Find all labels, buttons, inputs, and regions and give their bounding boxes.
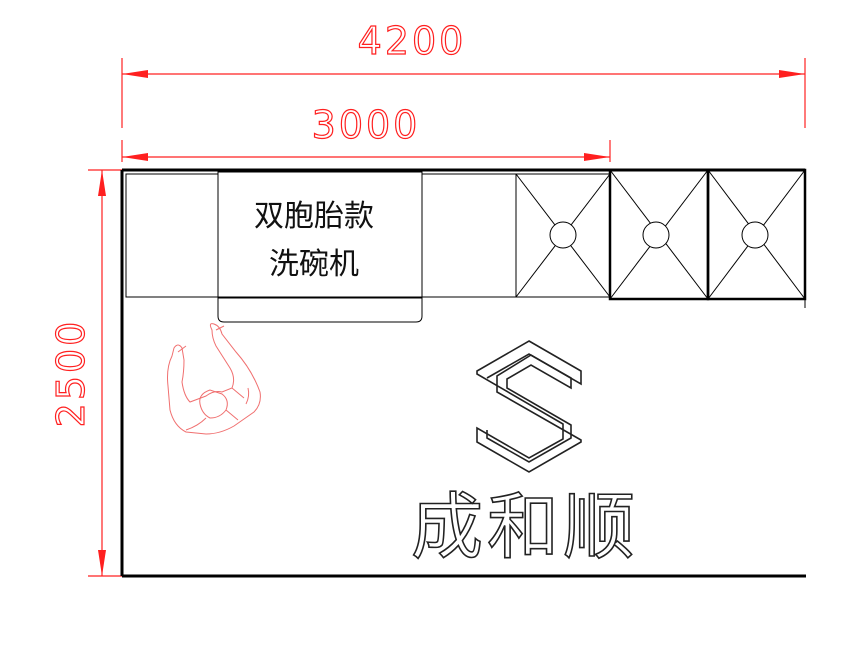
dimension-overall-width: 4200: [121, 18, 806, 128]
overall-width-label: 4200: [358, 19, 467, 63]
dimension-depth: 2500: [48, 169, 122, 577]
dishwasher: 双胞胎款 洗碗机: [217, 171, 423, 323]
dishwasher-label-line2: 洗碗机: [269, 247, 359, 282]
dimension-partial-width: 3000: [121, 102, 611, 162]
cabinet-x-icon: [515, 173, 611, 298]
brand-name: 成和顺: [411, 485, 639, 569]
s-logo-icon: [476, 340, 582, 473]
cabinet-x-icon: [608, 168, 710, 301]
depth-label: 2500: [49, 319, 93, 428]
person-figure-icon: [167, 323, 261, 435]
counter-run: [125, 173, 610, 298]
cabinet-x-icon: [706, 168, 807, 308]
partial-width-label: 3000: [312, 103, 421, 147]
dishwasher-label-line1: 双胞胎款: [254, 199, 374, 234]
